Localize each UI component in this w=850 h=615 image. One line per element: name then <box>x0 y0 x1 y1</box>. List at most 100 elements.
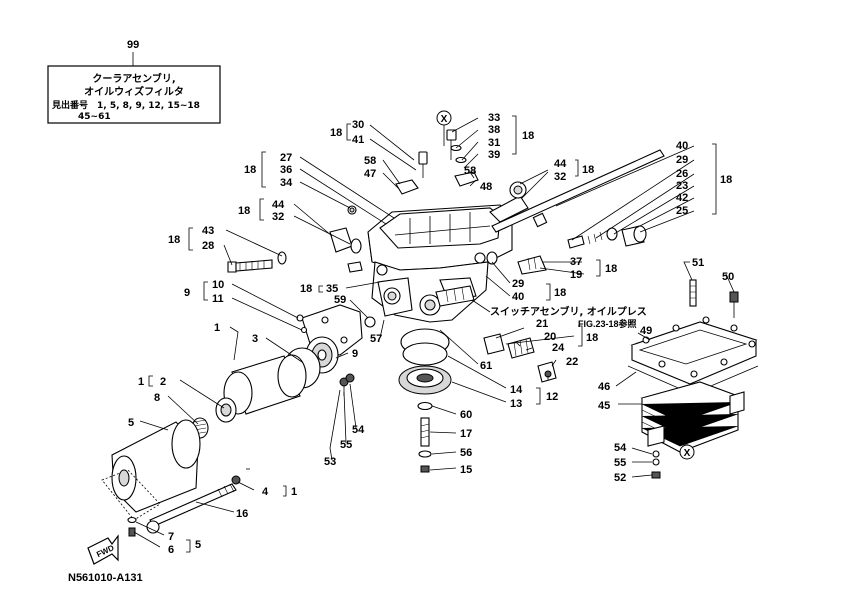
label-30: 30 <box>352 119 364 131</box>
label-18-e: 18 <box>522 130 534 142</box>
label-35: 35 <box>326 283 338 295</box>
label-58-b: 58 <box>464 165 476 177</box>
label-54-b: 54 <box>614 442 627 454</box>
label-18-i: 18 <box>554 287 566 299</box>
label-14: 14 <box>510 384 523 396</box>
label-15: 15 <box>460 464 472 476</box>
reference-markers: X X <box>436 110 695 460</box>
label-44-a: 44 <box>272 199 285 211</box>
x-marker-bottom: X <box>684 448 691 459</box>
label-55-b: 55 <box>614 457 626 469</box>
x-marker-top: X <box>441 114 448 125</box>
label-16: 16 <box>236 508 248 520</box>
label-5-b: 5 <box>195 539 201 551</box>
switch-assembly-note: スイッチアセンブリ, オイルプレス <box>490 305 647 318</box>
label-54-a: 54 <box>352 424 365 436</box>
label-48: 48 <box>480 181 492 193</box>
label-1-a: 1 <box>214 322 220 334</box>
label-44-b: 44 <box>554 158 567 170</box>
box-line3: 見出番号 1, 5, 8, 9, 12, 15~18 <box>51 99 200 111</box>
label-50: 50 <box>722 271 734 283</box>
label-9-b: 9 <box>352 348 358 360</box>
box-line2: オイルウィズフィルタ <box>84 85 184 98</box>
label-8: 8 <box>154 392 160 404</box>
label-17: 17 <box>460 428 472 440</box>
label-18-k: 18 <box>586 332 598 344</box>
label-55-a: 55 <box>340 439 352 451</box>
label-9-a: 9 <box>184 287 190 299</box>
label-47: 47 <box>364 168 376 180</box>
label-27: 27 <box>280 152 292 164</box>
label-18-b: 18 <box>244 164 256 176</box>
label-1-c: 1 <box>291 486 297 498</box>
label-11: 11 <box>212 293 224 305</box>
label-4: 4 <box>262 486 269 498</box>
label-43: 43 <box>202 225 214 237</box>
label-19: 19 <box>570 269 582 281</box>
left-bolts <box>227 227 363 273</box>
label-52: 52 <box>614 472 626 484</box>
label-28: 28 <box>202 240 214 252</box>
label-33: 33 <box>488 112 500 124</box>
label-18-g: 18 <box>720 174 732 186</box>
label-57: 57 <box>370 333 382 345</box>
label-41: 41 <box>352 134 364 146</box>
label-10: 10 <box>212 279 224 291</box>
label-25: 25 <box>676 205 688 217</box>
label-40-b: 40 <box>512 291 524 303</box>
label-49: 49 <box>640 325 652 337</box>
label-58-a: 58 <box>364 155 376 167</box>
label-37: 37 <box>570 256 582 268</box>
label-7: 7 <box>168 531 174 543</box>
filter-housing <box>101 419 201 521</box>
filter-element <box>191 354 307 439</box>
label-42: 42 <box>676 192 688 204</box>
label-46: 46 <box>598 381 610 393</box>
fwd-arrow: FWD <box>87 534 119 565</box>
label-3: 3 <box>252 333 258 345</box>
label-22: 22 <box>566 356 578 368</box>
label-18-a: 18 <box>330 127 342 139</box>
label-51: 51 <box>692 257 704 269</box>
figure-id: N561010-A131 <box>68 572 143 584</box>
box-line1: クーラアセンブリ, <box>92 72 175 85</box>
label-26: 26 <box>676 168 688 180</box>
label-5-a: 5 <box>128 417 134 429</box>
label-13: 13 <box>510 398 522 410</box>
label-12: 12 <box>546 391 558 403</box>
label-1-b: 1 <box>138 376 144 388</box>
label-40-a: 40 <box>676 140 688 152</box>
label-20: 20 <box>544 331 556 343</box>
switch-reference-note: FIG.23-18参照 <box>578 318 637 329</box>
label-2: 2 <box>160 376 166 388</box>
label-18-h: 18 <box>605 263 617 275</box>
long-bolt <box>146 475 241 534</box>
label-6: 6 <box>168 544 174 556</box>
box-frame <box>47 65 221 124</box>
label-61: 61 <box>480 360 492 372</box>
label-45: 45 <box>598 400 610 412</box>
label-18-c: 18 <box>238 205 250 217</box>
label-24: 24 <box>552 342 565 354</box>
label-23: 23 <box>676 180 688 192</box>
assembly-title-box: 99 クーラアセンブリ, オイルウィズフィルタ 見出番号 1, 5, 8, 9,… <box>47 39 221 124</box>
label-39: 39 <box>488 149 500 161</box>
top-studs <box>347 129 479 215</box>
sensor-pipes <box>486 149 665 275</box>
orings-base <box>398 328 452 473</box>
label-59: 59 <box>334 294 346 306</box>
label-56: 56 <box>460 447 472 459</box>
label-32-a: 32 <box>272 211 284 223</box>
label-21: 21 <box>536 318 548 330</box>
label-38: 38 <box>488 124 500 136</box>
label-29-b: 29 <box>512 278 524 290</box>
box-ref-label: 99 <box>127 39 139 51</box>
label-31: 31 <box>488 137 500 149</box>
oil-cooler <box>627 279 759 479</box>
small-bolts-left <box>339 373 355 396</box>
part-labels: 18 30 41 18 27 36 34 58 47 18 44 32 18 4… <box>128 112 734 556</box>
label-18-f: 18 <box>582 164 594 176</box>
box-line4: 45~61 <box>78 112 111 122</box>
label-18-d: 18 <box>168 234 180 246</box>
